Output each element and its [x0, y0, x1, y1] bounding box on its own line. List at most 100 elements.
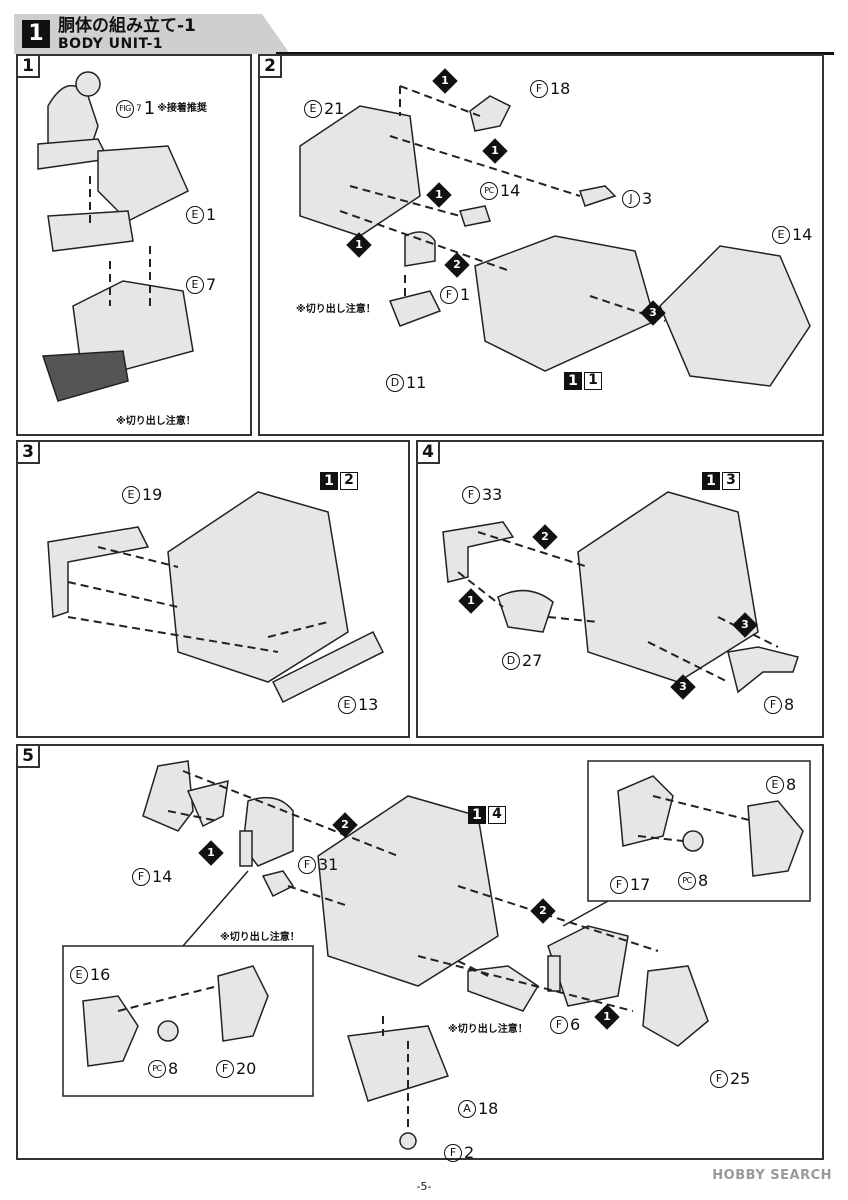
part-label-letter: F: [132, 868, 150, 886]
step-2-illustration: [299, 85, 811, 387]
part-label-number: 1: [460, 285, 471, 304]
sequence-marker: 1: [432, 68, 458, 94]
part-label-number: 8: [168, 1059, 179, 1078]
part-label-letter: E: [772, 226, 790, 244]
part-label-letter: E: [338, 696, 356, 714]
sequence-marker: 1: [426, 182, 452, 208]
watermark: HOBBY SEARCH: [712, 1168, 832, 1183]
header-rule: [276, 52, 834, 55]
part-label-number: 3: [642, 189, 653, 208]
part-label-number: 20: [236, 1059, 257, 1078]
part-label-quantity: 1: [143, 98, 156, 119]
part-label-number: 25: [730, 1069, 751, 1088]
part-label-number: 21: [324, 99, 345, 118]
page-header: 1 胴体の組み立て-1 BODY UNIT-1: [14, 14, 834, 55]
part-label-number: 33: [482, 485, 503, 504]
sequence-marker: 1: [346, 232, 372, 258]
step-4-illustration: [442, 491, 799, 694]
part-label-number: 8: [784, 695, 795, 714]
part-label-letter: F: [298, 856, 316, 874]
part-label-number: 14: [500, 181, 521, 200]
part-label-letter: E: [304, 100, 322, 118]
sequence-marker: 2: [532, 524, 558, 550]
panel-number: 5: [18, 746, 40, 768]
part-label-letter: E: [122, 486, 140, 504]
section-title-jp: 胴体の組み立て-1: [58, 16, 196, 36]
step-1-illustration: [37, 71, 194, 402]
part-label-number: 14: [152, 867, 173, 886]
part-label-number: 8: [698, 871, 709, 890]
part-label-number: 14: [792, 225, 813, 244]
sequence-marker: 3: [670, 674, 696, 700]
sequence-marker: 2: [530, 898, 556, 924]
panel-step-5: 5: [16, 744, 824, 1162]
part-label-number: 27: [522, 651, 543, 670]
panel-number: 1: [18, 56, 40, 78]
part-label-number: 19: [142, 485, 163, 504]
part-label-letter: F: [462, 486, 480, 504]
part-label-letter: F: [440, 286, 458, 304]
part-label-letter: F: [216, 1060, 234, 1078]
part-label-number: 13: [358, 695, 379, 714]
section-title-en: BODY UNIT-1: [58, 36, 164, 52]
cutting-caution-note: ※切り出し注意！: [296, 304, 376, 315]
part-label-letter: PC: [148, 1060, 166, 1078]
part-label-letter: PC: [480, 182, 498, 200]
sequence-marker: 1: [198, 840, 224, 866]
part-label-letter: F: [530, 80, 548, 98]
part-label-number: 1: [206, 205, 217, 224]
cutting-caution-note: ※切り出し注意！: [220, 932, 300, 943]
part-label-letter: E: [186, 276, 204, 294]
part-label-number: 18: [478, 1099, 499, 1118]
page-number: -5-: [416, 1180, 432, 1193]
sequence-marker: 1: [594, 1004, 620, 1030]
sequence-marker: 2: [332, 812, 358, 838]
part-label-letter: PC: [678, 872, 696, 890]
part-label-number: 7: [206, 275, 217, 294]
part-label-letter: F: [764, 696, 782, 714]
panel-number: 2: [260, 56, 282, 78]
adhesive-note: ※接着推奨: [157, 103, 207, 114]
part-label-letter: J: [622, 190, 640, 208]
part-label-number: 17: [630, 875, 651, 894]
cutting-caution-note: ※切り出し注意！: [116, 416, 196, 427]
part-label-number: 31: [318, 855, 339, 874]
part-label-number: 18: [550, 79, 571, 98]
part-label-letter: E: [70, 966, 88, 984]
panel-number: 3: [18, 442, 40, 464]
sequence-marker: 2: [444, 252, 470, 278]
step-3-illustration: [47, 491, 385, 704]
part-label-letter: F: [550, 1016, 568, 1034]
sequence-marker: 1: [458, 588, 484, 614]
cutting-caution-note: ※切り出し注意！: [448, 1024, 528, 1035]
part-label-number: 11: [406, 373, 427, 392]
